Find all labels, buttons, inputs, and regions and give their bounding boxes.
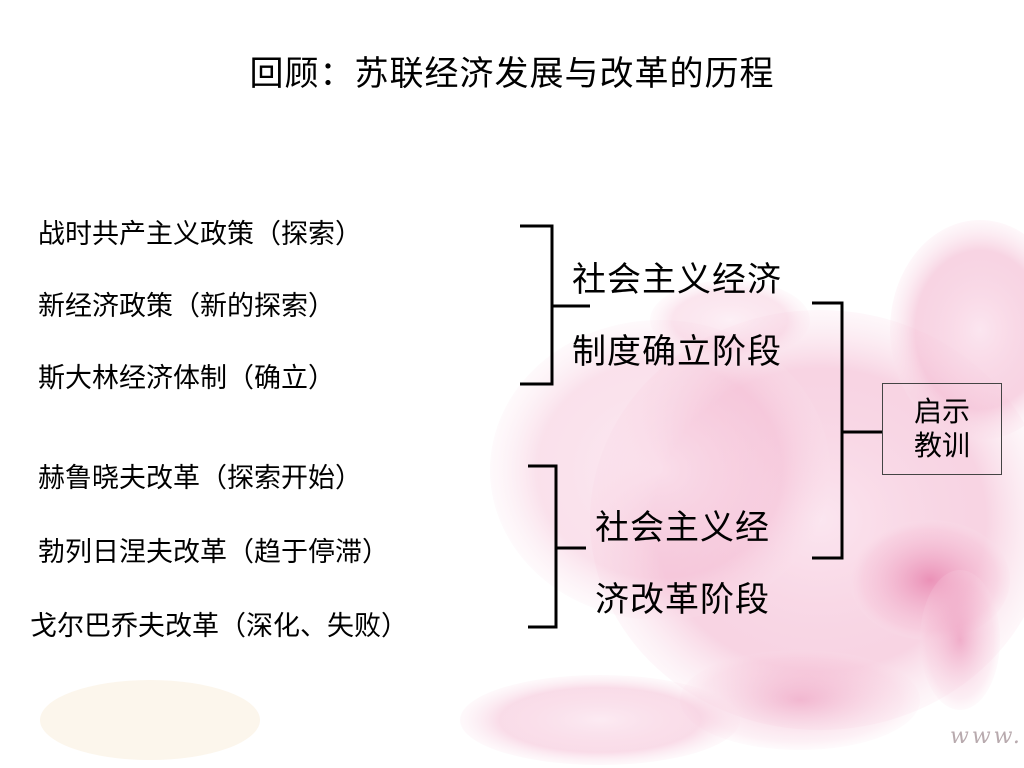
stage-label-establishment-line1: 社会主义经济 bbox=[572, 260, 782, 300]
list-item-stalin-system: 斯大林经济体制（确立） bbox=[38, 363, 335, 394]
watermark: www. bbox=[950, 724, 1023, 749]
page-title: 回顾：苏联经济发展与改革的历程 bbox=[249, 54, 775, 94]
lesson-box: 启示 教训 bbox=[882, 383, 1002, 475]
bracket-group1 bbox=[520, 224, 554, 386]
stage-label-reform-line1: 社会主义经 bbox=[595, 508, 770, 548]
list-item-khrushchev-reform: 赫鲁晓夫改革（探索开始） bbox=[38, 463, 362, 494]
list-item-new-economic-policy: 新经济政策（新的探索） bbox=[38, 291, 335, 322]
list-item-war-communism: 战时共产主义政策（探索） bbox=[38, 219, 362, 250]
list-item-brezhnev-reform: 勃列日涅夫改革（趋于停滞） bbox=[38, 537, 389, 568]
stage-label-establishment-line2: 制度确立阶段 bbox=[572, 332, 782, 372]
bracket-group2 bbox=[528, 464, 558, 629]
stage-label-reform-line2: 济改革阶段 bbox=[595, 580, 770, 620]
lesson-line2: 教训 bbox=[913, 429, 970, 462]
lesson-line1: 启示 bbox=[913, 395, 970, 428]
bracket-outer bbox=[812, 301, 844, 560]
list-item-gorbachev-reform: 戈尔巴乔夫改革（深化、失败） bbox=[30, 611, 408, 642]
